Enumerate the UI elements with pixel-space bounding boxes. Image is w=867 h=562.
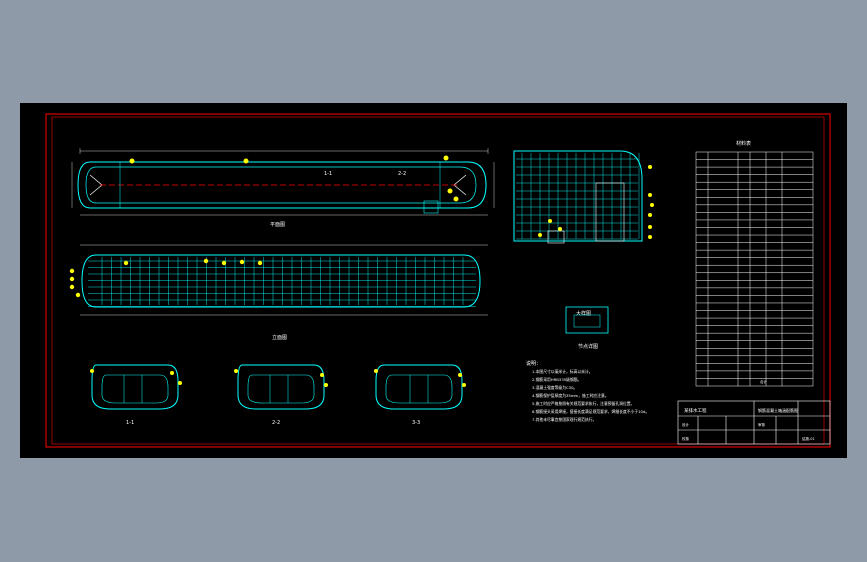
material-table xyxy=(695,151,814,387)
section-2 xyxy=(237,364,325,410)
sec1-label: 1-1 xyxy=(126,420,134,426)
plan-tag-1: 1-1 xyxy=(324,171,332,177)
elev-label: 立面图 xyxy=(272,334,287,341)
title-sheetno: 结施-01 xyxy=(802,436,815,441)
plan-view xyxy=(71,148,495,216)
section-3 xyxy=(375,364,463,410)
title-check: 校核 xyxy=(682,436,690,441)
notes-block: 说明： 1.本图尺寸以毫米计，标高以米计。 2.钢筋采用HRB335级钢筋。 3… xyxy=(526,360,649,422)
detail-label: 大样图 xyxy=(576,310,591,317)
notes-line-3: 3.混凝土强度等级为C30。 xyxy=(532,385,577,390)
elevation-view xyxy=(80,244,488,316)
detail-view xyxy=(513,150,643,244)
notes-line-5: 5.施工时应严格按照有关规范要求执行，注意预留孔洞位置。 xyxy=(532,401,634,406)
table-title: 材料表 xyxy=(736,140,751,147)
notes-line-1: 1.本图尺寸以毫米计，标高以米计。 xyxy=(532,369,593,374)
title-design: 设计 xyxy=(682,422,690,427)
section-1 xyxy=(91,364,179,410)
sec3-label: 3-3 xyxy=(412,420,420,426)
detail-callouts xyxy=(538,165,654,239)
cad-drawing: 平面图 1-1 2-2 立面图 1-1 2-2 xyxy=(45,113,831,448)
title-drawing: 钢筋混凝土箱涵配筋图 xyxy=(758,407,798,413)
plan-label: 平面图 xyxy=(270,222,285,228)
section-callouts xyxy=(90,369,466,387)
node-label: 节点详图 xyxy=(578,343,598,350)
sec2-label: 2-2 xyxy=(272,420,280,426)
title-block xyxy=(677,400,831,445)
notes-line-2: 2.钢筋采用HRB335级钢筋。 xyxy=(532,377,581,382)
title-review: 审核 xyxy=(758,422,766,427)
drawing-viewport[interactable]: 平面图 1-1 2-2 立面图 1-1 2-2 xyxy=(20,103,847,458)
plan-tag-2: 2-2 xyxy=(398,171,406,177)
table-footer: 合计 xyxy=(760,379,768,384)
inner-frame xyxy=(51,116,825,445)
notes-line-4: 4.钢筋保护层厚度为35mm，施工时应注意。 xyxy=(532,393,609,398)
notes-heading: 说明： xyxy=(526,360,541,367)
notes-line-7: 7.其他未尽事宜按国家现行规范执行。 xyxy=(532,417,596,422)
plan-callouts xyxy=(129,155,459,202)
elevation-callouts xyxy=(69,258,263,298)
node-detail xyxy=(565,306,609,334)
outer-frame xyxy=(45,113,831,448)
notes-line-6: 6.钢筋接头采用焊接，搭接长度满足规范要求，焊缝长度不小于10d。 xyxy=(532,409,649,414)
title-project: 某排水工程 xyxy=(684,407,707,414)
